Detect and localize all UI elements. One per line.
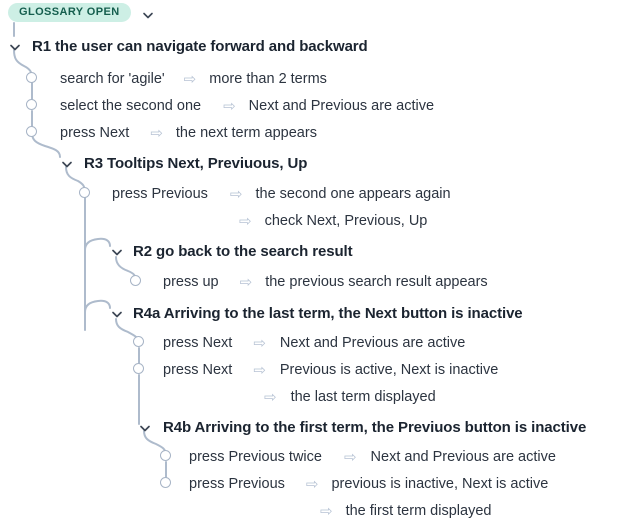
node-label: R2 go back to the search result xyxy=(133,243,353,260)
node-label: R4a Arriving to the last term, the Next … xyxy=(133,305,523,322)
node-step-r4b-s2[interactable]: press Previous ⇨ previous is inactive, N… xyxy=(189,476,548,492)
node-step-r1-s1[interactable]: search for 'agile' ⇨ more than 2 terms xyxy=(60,71,327,87)
step-action: press Previous xyxy=(112,186,208,202)
arrow-right-icon: ⇨ xyxy=(253,362,266,379)
node-label: R4b Arriving to the first term, the Prev… xyxy=(163,419,587,436)
node-dot[interactable] xyxy=(26,126,37,137)
node-step-r3-s2[interactable]: ⇨ check Next, Previous, Up xyxy=(239,213,427,229)
node-step-r4a-s2[interactable]: press Next ⇨ Previous is active, Next is… xyxy=(163,362,498,378)
node-step-r1-s2[interactable]: select the second one ⇨ Next and Previou… xyxy=(60,98,434,114)
node-heading-r2[interactable]: R2 go back to the search result xyxy=(133,243,353,260)
node-dot[interactable] xyxy=(26,72,37,83)
step-result: the second one appears again xyxy=(255,186,451,202)
node-dot[interactable] xyxy=(133,363,144,374)
arrow-right-icon: ⇨ xyxy=(253,335,266,352)
arrow-right-icon: ⇨ xyxy=(343,449,357,466)
step-result: the next term appears xyxy=(175,125,317,141)
arrow-right-icon: ⇨ xyxy=(239,274,253,291)
node-dot[interactable] xyxy=(160,450,171,461)
step-action: press Next xyxy=(163,335,233,351)
node-heading-r1[interactable]: R1 the user can navigate forward and bac… xyxy=(32,38,368,55)
step-action: press Previous xyxy=(189,476,285,492)
step-result: Next and Previous are active xyxy=(370,449,556,465)
toggle-chevron-r1[interactable] xyxy=(8,40,22,54)
toggle-chevron-r3[interactable] xyxy=(60,157,74,171)
arrow-right-icon: ⇨ xyxy=(183,71,197,88)
node-step-r1-s3[interactable]: press Next ⇨ the next term appears xyxy=(60,125,317,141)
step-action: select the second one xyxy=(60,98,202,114)
step-result: the last term displayed xyxy=(290,389,436,405)
arrow-right-icon: ⇨ xyxy=(150,125,163,142)
step-result: Next and Previous are active xyxy=(279,335,466,351)
arrow-right-icon: ⇨ xyxy=(264,389,277,406)
node-step-r2-s1[interactable]: press up ⇨ the previous search result ap… xyxy=(163,274,488,290)
glossary-open-badge[interactable]: GLOSSARY OPEN xyxy=(8,3,131,22)
step-result: Previous is active, Next is inactive xyxy=(279,362,499,378)
step-action: press up xyxy=(163,274,219,290)
node-step-r3-s1[interactable]: press Previous ⇨ the second one appears … xyxy=(112,186,451,202)
arrow-right-icon: ⇨ xyxy=(223,98,236,115)
node-dot[interactable] xyxy=(79,187,90,198)
step-action: search for 'agile' xyxy=(60,71,165,87)
toggle-chevron-r4a[interactable] xyxy=(110,307,124,321)
arrow-right-icon: ⇨ xyxy=(305,476,319,493)
toggle-chevron-r2[interactable] xyxy=(110,245,124,259)
toggle-chevron-r4b[interactable] xyxy=(138,421,152,435)
node-dot[interactable] xyxy=(130,275,141,286)
arrow-right-icon: ⇨ xyxy=(239,213,252,230)
node-dot[interactable] xyxy=(26,99,37,110)
node-step-r4a-s1[interactable]: press Next ⇨ Next and Previous are activ… xyxy=(163,335,465,351)
step-result: the previous search result appears xyxy=(265,274,488,290)
arrow-right-icon: ⇨ xyxy=(229,186,243,203)
node-dot[interactable] xyxy=(160,477,171,488)
step-result: more than 2 terms xyxy=(209,71,327,87)
node-heading-r4a[interactable]: R4a Arriving to the last term, the Next … xyxy=(133,305,523,322)
step-action: press Next xyxy=(60,125,130,141)
step-result: Next and Previous are active xyxy=(248,98,435,114)
node-heading-r3[interactable]: R3 Tooltips Next, Previuous, Up xyxy=(84,155,307,172)
chevron-down-icon[interactable] xyxy=(141,8,155,22)
node-step-r4a-s3[interactable]: ⇨ the last term displayed xyxy=(264,389,436,405)
node-dot[interactable] xyxy=(133,336,144,347)
node-label: R1 the user can navigate forward and bac… xyxy=(32,38,368,55)
arrow-right-icon: ⇨ xyxy=(320,503,333,520)
step-result: check Next, Previous, Up xyxy=(264,213,428,229)
node-step-r4b-s1[interactable]: press Previous twice ⇨ Next and Previous… xyxy=(189,449,556,465)
step-action: press Next xyxy=(163,362,233,378)
step-result: previous is inactive, Next is active xyxy=(331,476,549,492)
node-step-r4b-s3[interactable]: ⇨ the first term displayed xyxy=(320,503,491,519)
node-heading-r4b[interactable]: R4b Arriving to the first term, the Prev… xyxy=(163,419,586,436)
step-action: press Previous twice xyxy=(189,449,322,465)
node-label: R3 Tooltips Next, Previuous, Up xyxy=(84,155,308,172)
step-result: the first term displayed xyxy=(345,503,492,519)
